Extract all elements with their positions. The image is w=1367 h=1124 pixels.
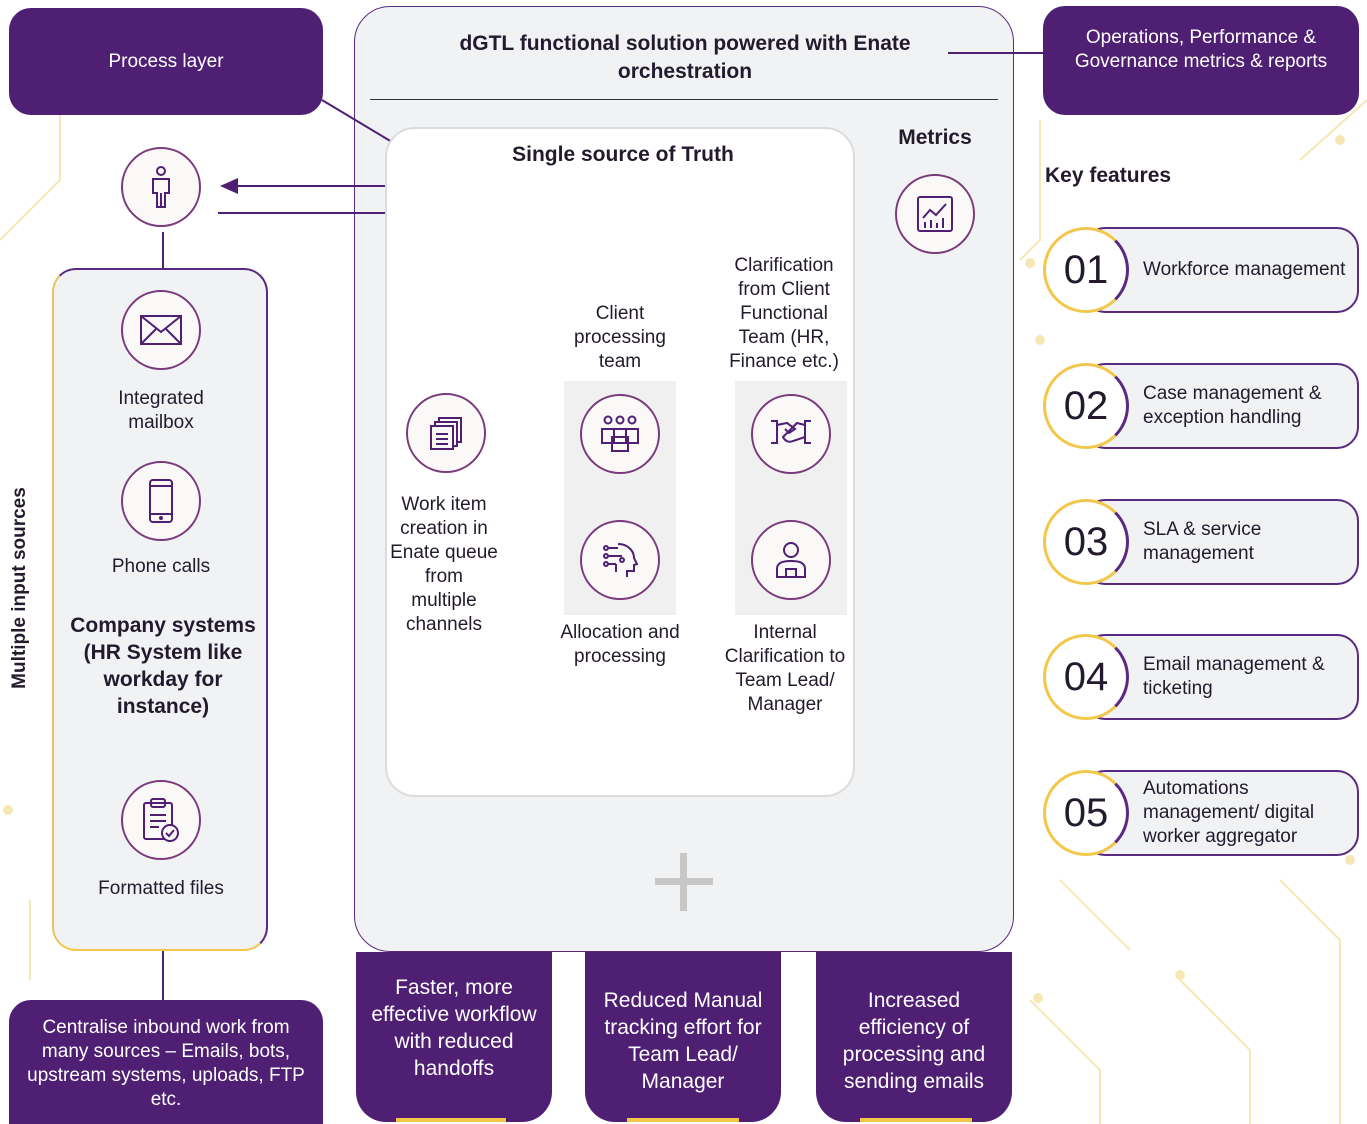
feature-number: 02 [1043,363,1129,449]
employee-circle [751,520,831,600]
chart-icon [917,196,953,232]
plus-icon-vertical [680,853,687,911]
feature-item: 02 Case management & exception handling [1043,363,1359,449]
team-circle [580,394,660,474]
feature-text: Email management & ticketing [1143,654,1325,699]
integrated-mailbox-label: Integrated mailbox [118,388,204,433]
feature-pill [1083,227,1359,313]
benefit-box: Faster, more effective workflow with red… [356,952,552,1122]
feature-item: 03 SLA & service management [1043,499,1359,585]
centralise-label: Centralise inbound work from many source… [27,1017,305,1110]
side-label-wrap: Multiple input sources [5,458,35,718]
metrics-circle [895,174,975,254]
benefit-box: Increased efficiency of processing and s… [816,952,1012,1122]
benefit-text: Faster, more effective workflow with red… [371,976,537,1080]
formatted-files-label: Formatted files [98,878,224,899]
feature-number: 05 [1043,770,1129,856]
sst-title: Single source of Truth [512,143,734,166]
client-team-label: Client processing team [574,303,666,372]
feature-pill [1083,499,1359,585]
files-circle [121,780,201,860]
ops-metrics-box: Operations, Performance & Governance met… [1043,6,1359,115]
feature-number: 04 [1043,634,1129,720]
title-divider [370,99,998,100]
feature-text: Workforce management [1143,259,1346,280]
main-title: dGTL functional solution powered with En… [459,32,911,83]
benefit-box: Reduced Manual tracking effort for Team … [585,952,781,1122]
handshake-circle [751,394,831,474]
feature-item: 01 Workforce management [1043,227,1359,313]
benefit-text: Reduced Manual tracking effort for Team … [603,989,763,1093]
metrics-label: Metrics [898,126,972,149]
process-layer-box: Process layer [9,8,323,115]
allocation-label: Allocation and processing [560,622,680,667]
company-systems-label: Company systems (HR System like workday … [70,614,256,718]
feature-text: Case management & exception handling [1143,383,1322,428]
work-item-circle [406,393,486,473]
benefit-accent [860,1118,972,1122]
ai-head-icon [603,543,639,577]
internal-clarification-label: Internal Clarification to Team Lead/ Man… [724,622,846,715]
team-icon [601,415,639,452]
work-item-label: Work item creation in Enate queue from m… [390,494,498,635]
documents-icon [430,417,462,450]
handshake-icon [771,420,811,444]
person-icon [152,166,170,208]
allocation-circle [580,520,660,600]
phone-circle [121,461,201,541]
feature-item: 05 Automations management/ digital worke… [1043,770,1359,856]
feature-item: 04 Email management & ticketing [1043,634,1359,720]
feature-pill [1083,363,1359,449]
mailbox-circle [121,290,201,370]
phone-icon [149,479,173,523]
process-layer-label: Process layer [108,51,224,72]
centralise-box: Centralise inbound work from many source… [9,1000,323,1124]
side-label: Multiple input sources [9,487,30,689]
feature-number: 01 [1043,227,1129,313]
ops-metrics-label: Operations, Performance & Governance met… [1074,27,1328,72]
envelope-icon [140,315,182,345]
clarification-client-label: Clarification from Client Functional Tea… [729,255,839,372]
benefit-accent [627,1118,739,1122]
benefit-accent [396,1118,506,1122]
key-features-title: Key features [1045,164,1172,187]
feature-number: 03 [1043,499,1129,585]
benefit-text: Increased efficiency of processing and s… [842,989,986,1093]
phone-calls-label: Phone calls [111,556,211,577]
employee-icon [776,542,806,578]
clipboard-check-icon [143,798,179,842]
feature-text: Automations management/ digital worker a… [1143,778,1315,847]
feature-text: SLA & service management [1143,519,1262,564]
person-circle [121,147,201,227]
